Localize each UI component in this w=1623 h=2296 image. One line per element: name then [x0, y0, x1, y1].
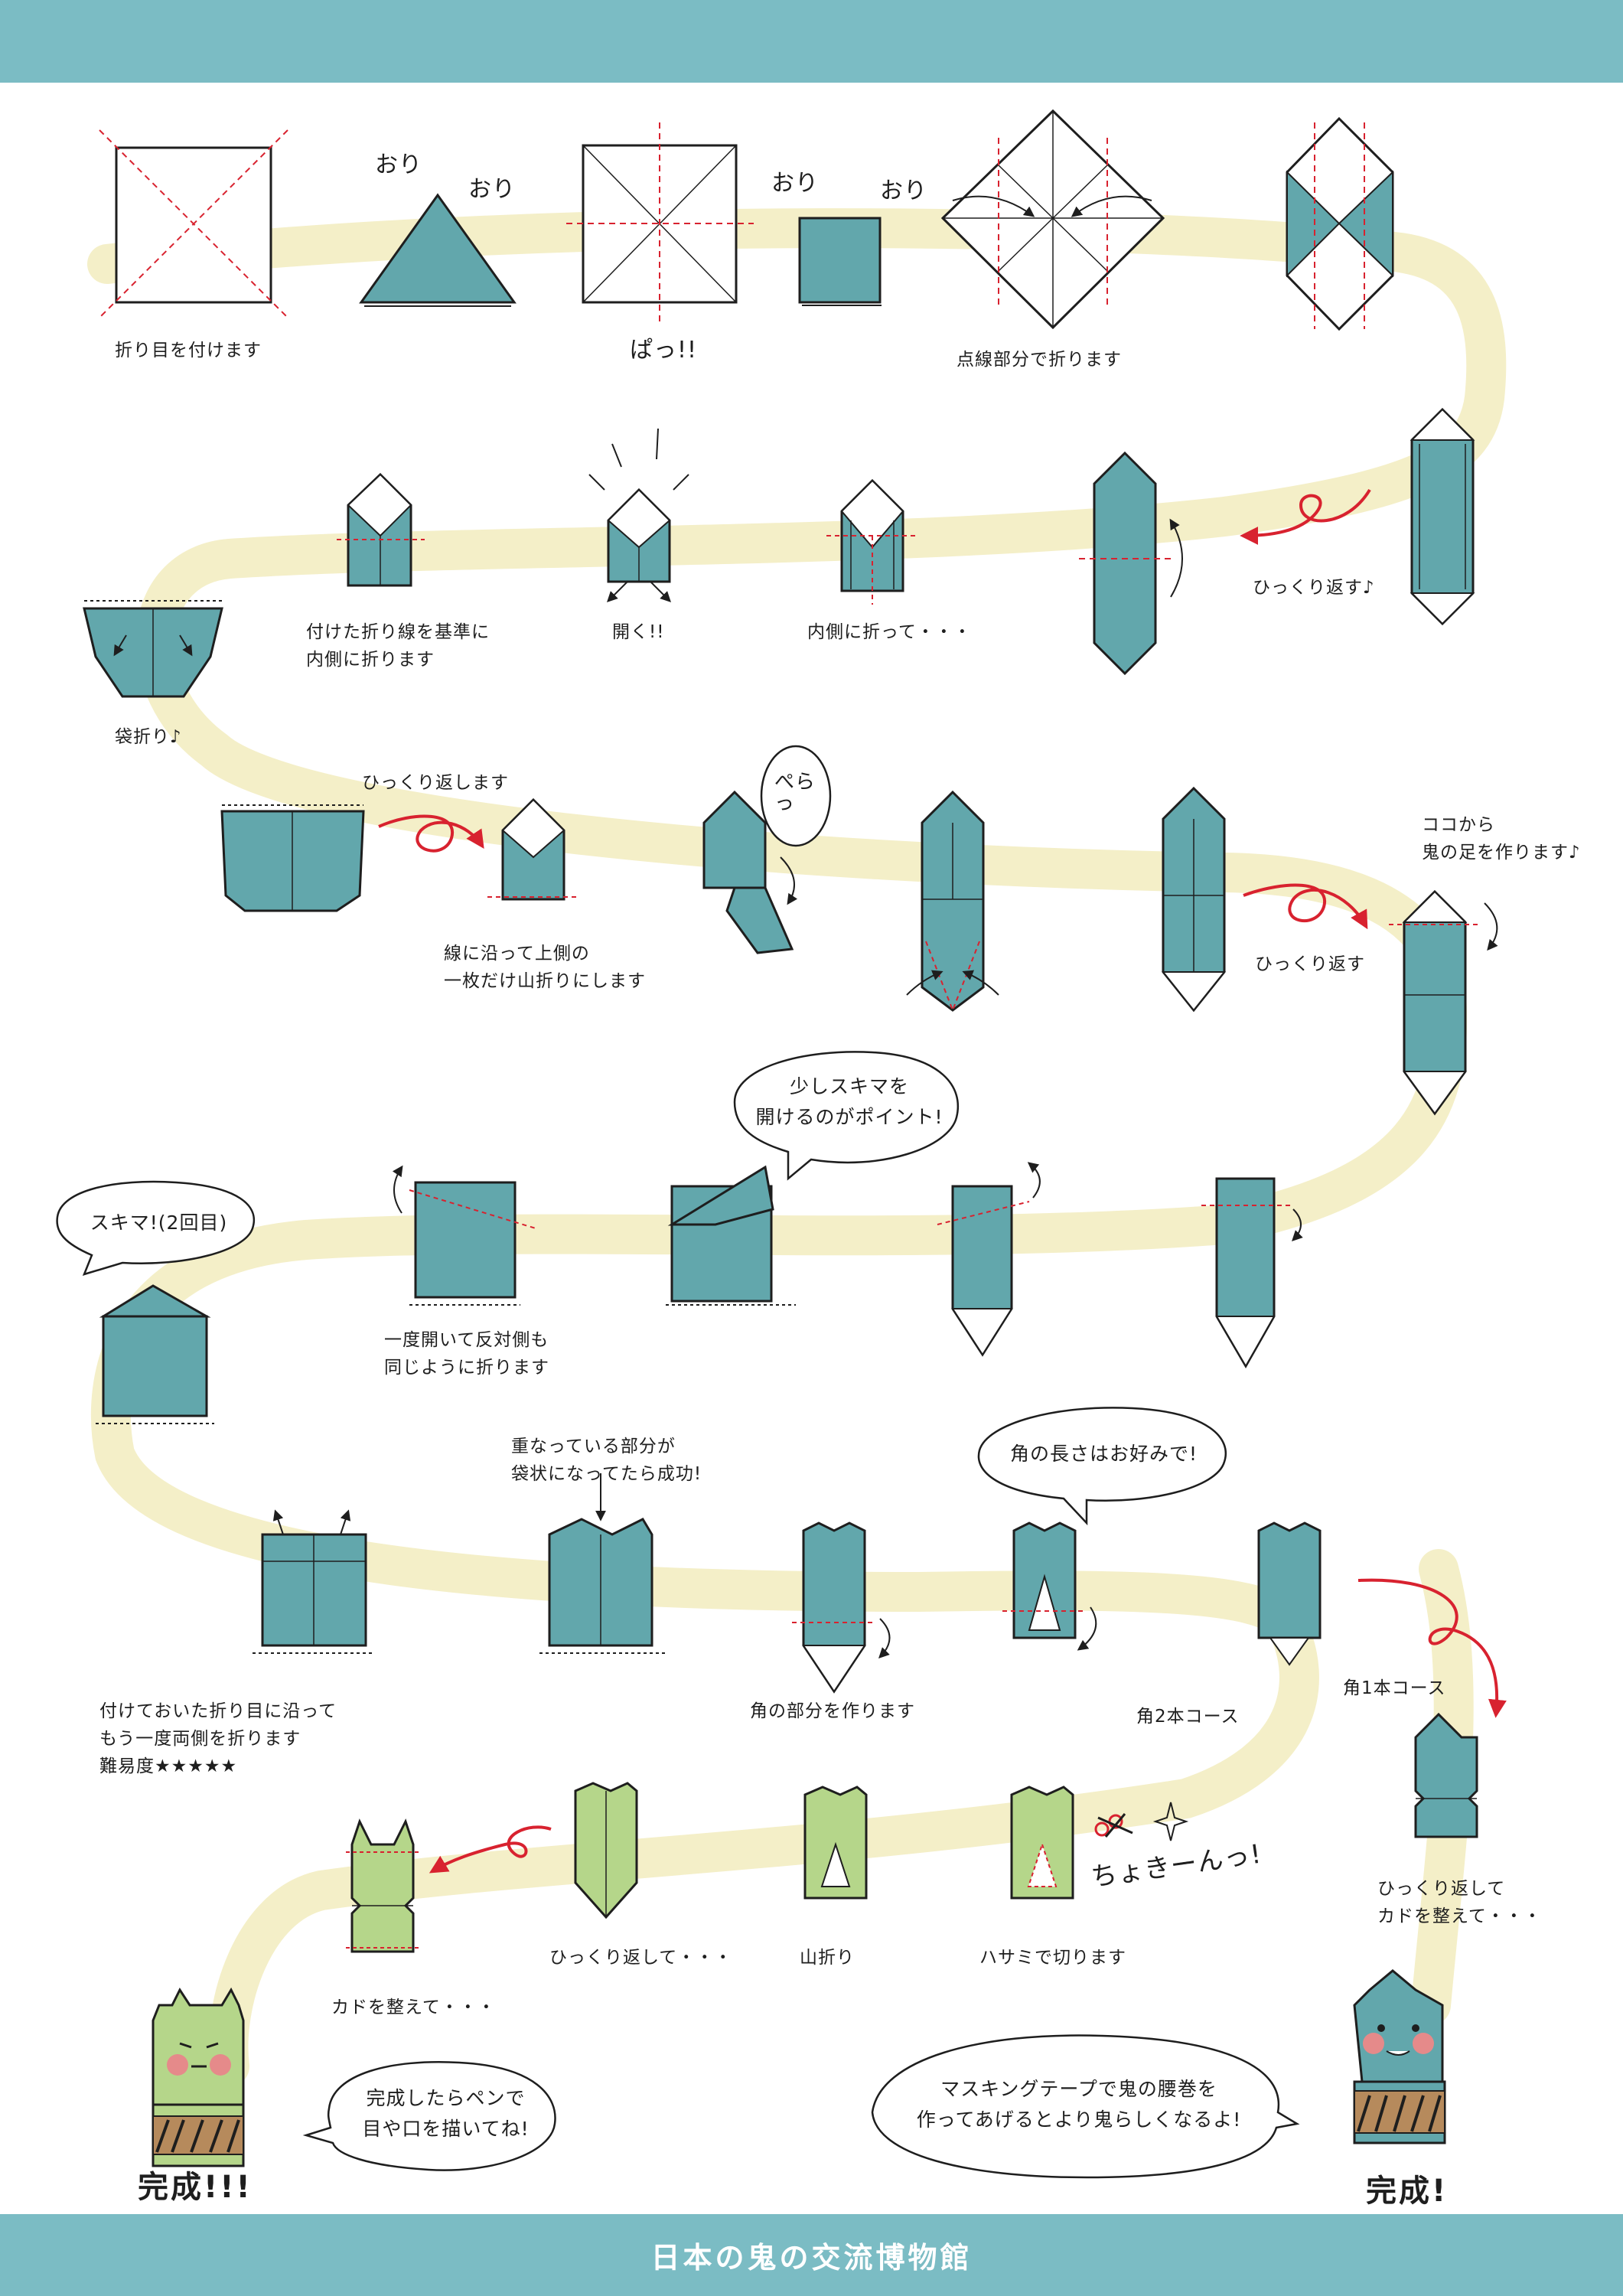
step-33-shape-corners	[346, 1818, 419, 1953]
step-caption: ひっくり返す	[1255, 954, 1365, 974]
fold-label: おり	[375, 152, 422, 178]
step-caption: ハサミで切ります	[979, 1948, 1126, 1968]
flip-arrow-red	[1240, 488, 1371, 545]
bubble-text: 完成したらペンで 目や口を描いてね!	[362, 2087, 530, 2140]
flip-arrow-red	[378, 814, 484, 853]
bubble-text: 少しスキマを 開けるのがポイント!	[755, 1075, 943, 1128]
bubble-3-outline	[977, 1407, 1227, 1526]
step-29-one-horn-flipped	[1414, 1712, 1478, 1838]
step-31-mountain-fold	[803, 1786, 868, 1900]
step-8-long-hexagon	[1079, 451, 1183, 676]
step-30-cut-scissors	[1010, 1786, 1189, 1900]
step-caption: ぱっ!!	[630, 337, 698, 364]
step-caption: 付けておいた折り目に沿って もう一度両側を折ります 難易度★★★★★	[99, 1701, 337, 1776]
step-caption: 折り目を付けます	[115, 341, 262, 360]
step-19-gap-fold	[1201, 1177, 1303, 1369]
bubble-2-outline	[56, 1180, 255, 1276]
step-caption: 一度開いて反対側も 同じように折ります	[384, 1330, 549, 1378]
finished-green-oni	[152, 1987, 245, 2167]
step-14-valley-up	[487, 797, 579, 901]
step-caption: 袋折り♪	[115, 727, 182, 747]
fold-label: おり	[468, 176, 516, 203]
step-10-open	[588, 428, 689, 602]
step-caption: 重なっている部分が 袋状になってたら成功!	[511, 1437, 702, 1484]
step-caption: 内側に折って・・・	[807, 622, 972, 642]
top-banner	[0, 0, 1623, 83]
step-27-two-horns	[1002, 1521, 1097, 1651]
step-6-hexagon	[1286, 116, 1394, 331]
step-26-horn-fold	[792, 1521, 891, 1694]
step-15-pera	[702, 745, 832, 954]
finished-blue-oni	[1353, 1969, 1446, 2144]
step-17-pointed	[1161, 786, 1227, 1013]
step-caption: ココから 鬼の足を作ります♪	[1422, 815, 1581, 863]
step-28-one-horn	[1257, 1521, 1322, 1666]
step-caption: ひっくり返して カドを整えて・・・	[1377, 1879, 1542, 1926]
step-2-triangle	[359, 193, 517, 307]
step-caption: 角1本コース	[1343, 1678, 1446, 1698]
fold-label: おり	[771, 170, 819, 197]
step-9-fold-inside	[826, 478, 918, 605]
bubble-text: 角の長さはお好みで!	[1009, 1443, 1198, 1465]
step-18-leg-start	[1389, 889, 1498, 1116]
flip-arrow-red	[1243, 883, 1368, 930]
footer-banner: 日本の鬼の交流博物館	[0, 2214, 1623, 2296]
step-21-gap-open	[666, 1165, 796, 1306]
step-caption: 山折り	[800, 1948, 855, 1968]
step-23-gap-two	[96, 1284, 214, 1424]
step-4-small-square	[798, 217, 882, 306]
origami-instructions-diagram	[56, 109, 1507, 2179]
step-caption: 角2本コース	[1136, 1707, 1240, 1727]
step-3-crease-square	[566, 122, 754, 325]
step-caption: ひっくり返す♪	[1253, 578, 1375, 598]
step-12-pocket-fold	[83, 600, 223, 698]
flip-arrow-red	[429, 1825, 552, 1874]
pera-label: ぺらっ	[774, 771, 816, 815]
bubble-5-outline	[871, 2034, 1300, 2179]
step-32-flip-green	[574, 1782, 638, 1919]
step-25-pocket-success	[539, 1473, 666, 1654]
finished-label: 完成!	[1366, 2174, 1449, 2209]
step-caption: 点線部分で折ります	[957, 350, 1122, 370]
step-24-double-fold	[253, 1509, 375, 1654]
step-caption: ひっくり返します	[362, 773, 509, 793]
bubble-text: スキマ!(2回目)	[90, 1212, 228, 1234]
step-16-legs-fold	[906, 790, 999, 1012]
footer-title: 日本の鬼の交流博物館	[650, 2241, 973, 2275]
step-caption: カドを整えて・・・	[331, 1998, 496, 2017]
step-1-crease-square	[99, 129, 288, 318]
step-20-side-fold	[937, 1162, 1041, 1357]
finished-label: 完成!!!	[138, 2170, 253, 2205]
step-7-tall-hexagon	[1410, 407, 1475, 626]
fold-label: おり	[880, 178, 927, 204]
step-13-flip-base	[220, 804, 365, 912]
step-caption: 付けた折り線を基準に 内側に折ります	[306, 622, 490, 670]
step-caption: 開く!!	[612, 622, 665, 642]
step-11-fold-base	[337, 472, 425, 587]
step-caption: ひっくり返して・・・	[549, 1948, 733, 1968]
step-5-diamond	[940, 109, 1165, 330]
course-arrow-red	[1357, 1578, 1507, 1718]
bubble-1-outline	[733, 1051, 960, 1181]
bubble-text: マスキングテープで鬼の腰巻を 作ってあげるとより鬼らしくなるよ!	[916, 2078, 1242, 2131]
step-22-reverse-side	[392, 1165, 536, 1306]
step-caption: 角の部分を作ります	[750, 1701, 915, 1721]
bubble-4-outline	[302, 2061, 556, 2171]
step-caption: 線に沿って上側の 一枚だけ山折りにします	[444, 944, 646, 991]
